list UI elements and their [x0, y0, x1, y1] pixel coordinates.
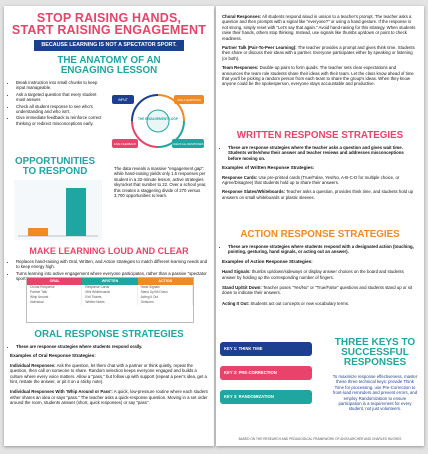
stand-text: Teacher poses "Yes/No" or "True/False" q… — [222, 285, 413, 296]
hand-paragraph: Hand Signals: thumbs up/down/sideways or… — [222, 269, 418, 280]
list-item: Replaces hand-raising with Oral, Written… — [16, 259, 208, 270]
strategy-table: ORAL WRITTEN ACTION Choral Response Resp… — [26, 277, 194, 323]
oral-paragraph-2: Individual Responses With 'Whip Around o… — [10, 389, 208, 405]
oral-paragraph-1: Individual Responses: Ask the question, … — [10, 363, 208, 385]
diagram-label-check: CHECK ALL RESPONSES — [172, 142, 203, 146]
keys-title-line1: THREE KEYS TO — [334, 337, 416, 348]
written-title: WRITTEN RESPONSE STRATEGIES — [236, 130, 404, 141]
table-row: Whip Around Exit Tickets Acting It Out — [27, 295, 193, 300]
oral-title: ORAL RESPONSE STRATEGIES — [34, 329, 184, 340]
table-cell: Response Cards — [82, 285, 138, 290]
slates-text: Teacher asks a question, provides think … — [222, 189, 413, 200]
list-item: Turns learning into active engagement wh… — [16, 271, 208, 282]
action-title: ACTION RESPONSE STRATEGIES — [240, 229, 400, 240]
choral-paragraph: Choral Responses: All students respond a… — [222, 14, 418, 41]
cards-label: Response Cards: — [222, 174, 258, 180]
key-2-bar: KEY 2: PRE-CORRECTION — [220, 366, 312, 380]
list-item: Give immediate feedback to reinforce cor… — [16, 115, 106, 126]
stand-label: Stand Up/Sit Down: — [222, 285, 262, 291]
action-section-body: These are response strategies where stud… — [222, 244, 418, 306]
acting-paragraph: Acting It Out: Students act out concepts… — [222, 301, 418, 306]
table-header-oral: ORAL — [27, 278, 83, 285]
oral-p2-text: A quick, low-pressure routine where each… — [10, 389, 208, 406]
keys-title: THREE KEYS TO SUCCESSFUL RESPONSES — [332, 338, 418, 368]
table-cell: Individual — [27, 300, 83, 305]
main-title-line1: STOP RAISING HANDS, — [36, 11, 182, 25]
action-examples-heading: Examples of Action Response Strategies: — [222, 258, 313, 264]
infographic-page-2: Choral Responses: All students respond a… — [216, 6, 424, 446]
action-bullet: These are response strategies where stud… — [228, 244, 414, 255]
table-cell: Acting It Out — [138, 295, 193, 300]
infographic-page-1: STOP RAISING HANDS, START RAISING ENGAGE… — [4, 6, 214, 446]
key-3-bar: KEY 3: RANDOMIZATION — [220, 390, 312, 404]
table-row: Choral Response Response Cards Hand Sign… — [27, 285, 193, 290]
choral-label: Choral Responses: — [222, 14, 262, 19]
table-cell: Gestures — [138, 300, 193, 305]
tagline-banner: BECAUSE LEARNING IS NOT A SPECTATOR SPOR… — [34, 40, 184, 51]
oral-examples-heading: Examples of Oral Response Strategies: — [10, 353, 96, 359]
table-cell: Whip Around — [27, 295, 83, 300]
anatomy-bullets: Break instruction into small chunks to k… — [10, 80, 106, 127]
table-cell: Hand Signals — [138, 285, 193, 290]
keys-title-line2: SUCCESSFUL — [341, 347, 409, 358]
loud-bullets: Replaces hand-raising with Oral, Written… — [10, 259, 208, 283]
hand-label: Hand Signals: — [222, 269, 251, 275]
written-section-body: These are response strategies where the … — [222, 145, 418, 200]
footer-credit: BASED ON THE RESEARCH AND PEDAGOGICAL FR… — [238, 437, 402, 441]
partner-label: Partner Talk (Pair-To-Peer Learning): — [222, 45, 297, 51]
written-examples-heading: Examples of Written Response Strategies: — [222, 165, 315, 171]
opportunities-graphic — [14, 180, 102, 240]
main-title-line2: START RAISING ENGAGEMENT — [11, 23, 207, 37]
oral-p1-text: Ask the question, let them chat with a p… — [10, 362, 207, 385]
anatomy-title-line1: THE ANATOMY OF AN — [57, 55, 161, 66]
slates-label: Response Slates/Whiteboards: — [222, 189, 286, 195]
table-cell: Mini Whiteboards — [82, 290, 138, 295]
table-cell: Stand Up/Sit Down — [138, 290, 193, 295]
table-header-action: ACTION — [137, 278, 193, 285]
list-item: Ask a targeted question that every stude… — [16, 92, 106, 103]
oral-continued: Choral Responses: All students respond a… — [222, 14, 418, 87]
hand-text: thumbs up/down/sideways or display answe… — [222, 269, 404, 280]
cards-text: Use pre-printed cards (True/False, Yes/N… — [222, 174, 400, 186]
list-item: Check all student response to see who's … — [16, 104, 106, 115]
engagement-loop-diagram: THE ENGAGEMENT LOOP INPUT ASK A QUESTION… — [112, 94, 204, 148]
keys-title-line3: RESPONSES — [343, 357, 407, 368]
oral-bullet: These are response strategies where stud… — [16, 344, 143, 349]
table-row: Individual Written Notes Gestures — [27, 300, 193, 305]
opps-title-line2: TO RESPOND — [22, 166, 88, 177]
keys-text: To maximize response effectiveness, mast… — [332, 374, 418, 412]
table-cell: Partner Talk — [27, 290, 83, 295]
opps-title-line1: OPPORTUNITIES — [14, 156, 96, 167]
team-paragraph: Team Responses: Double-up pairs to form … — [222, 65, 418, 87]
table-cell: Written Notes — [82, 300, 138, 305]
partner-text: The teacher provides a prompt and gives … — [222, 45, 415, 61]
slates-paragraph: Response Slates/Whiteboards: Teacher ask… — [222, 189, 418, 200]
acting-label: Acting It Out: — [222, 300, 250, 306]
choral-text: All students respond aloud in unison to … — [222, 14, 416, 41]
table-header-written: WRITTEN — [82, 278, 138, 285]
team-label: Team Responses: — [222, 65, 259, 71]
partner-paragraph: Partner Talk (Pair-To-Peer Learning): Th… — [222, 45, 418, 61]
oral-p1-label: Individual Responses: — [10, 362, 56, 368]
team-text: Double-up pairs to form quads. The teach… — [222, 65, 414, 87]
table-row: Partner Talk Mini Whiteboards Stand Up/S… — [27, 290, 193, 295]
opps-text: The data reveals a massive "engagement g… — [114, 166, 207, 199]
key-1-bar: KEY 1: THINK TIME — [220, 342, 312, 356]
table-cell: Exit Tickets — [82, 295, 138, 300]
oral-section-body: These are response strategies where stud… — [10, 344, 208, 406]
diagram-label-input: INPUT — [118, 98, 128, 102]
written-bullet: These are response strategies where the … — [228, 145, 404, 161]
diagram-label-ask: ASK A QUESTION — [177, 98, 200, 102]
diagram-center-label: THE ENGAGEMENT LOOP — [138, 117, 179, 121]
oral-p2-label: Individual Responses With 'Whip Around o… — [10, 389, 113, 395]
list-item: Break instruction into small chunks to k… — [16, 80, 106, 91]
table-cell: Choral Response — [27, 285, 83, 290]
anatomy-title-line2: ENGAGING LESSON — [60, 65, 158, 76]
diagram-label-feedback: GIVE FEEDBACK — [114, 142, 137, 146]
cards-paragraph: Response Cards: Use pre-printed cards (T… — [222, 175, 418, 186]
loud-title: MAKE LEARNING LOUD AND CLEAR — [29, 246, 189, 256]
acting-text: Students act out concepts or new vocabul… — [249, 300, 350, 306]
stand-paragraph: Stand Up/Sit Down: Teacher poses "Yes/No… — [222, 285, 418, 296]
